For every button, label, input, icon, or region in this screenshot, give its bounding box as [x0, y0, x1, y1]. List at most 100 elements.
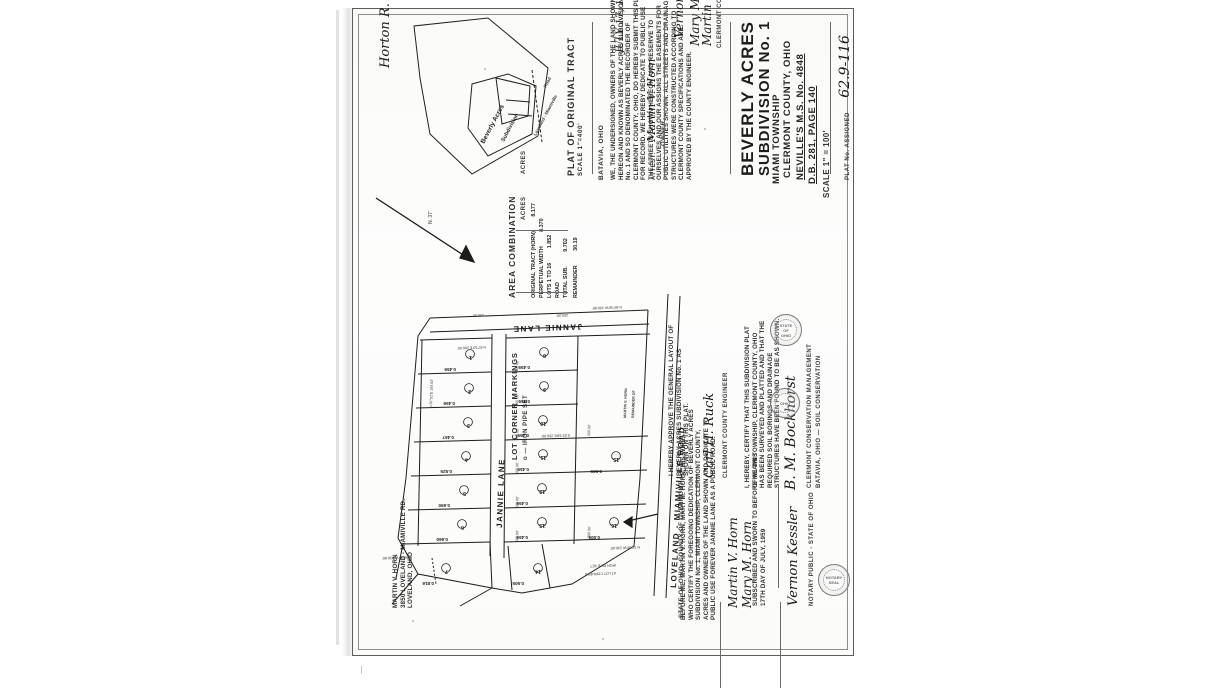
remainder-note-1: REMAINDER OF	[631, 389, 636, 418]
svg-text:100.00': 100.00'	[515, 360, 519, 372]
area-rule-top	[516, 230, 568, 231]
plat-deed-ref: D.B. 281, PAGE 140	[807, 85, 818, 184]
svg-text:15: 15	[613, 456, 619, 462]
svg-text:13: 13	[539, 522, 545, 528]
sworn-statement: SUBSCRIBED AND SWORN TO BEFORE ME THIS 1…	[752, 452, 767, 606]
north-callout-arrow: N. 37'	[375, 197, 476, 264]
plat-survey-ref: NEVILLE'S M.S. No. 4848	[795, 53, 806, 180]
scan-speck	[412, 620, 414, 622]
svg-text:0.505: 0.505	[512, 581, 524, 586]
svg-text:0.467: 0.467	[442, 435, 454, 440]
recorder-seal: OHIO	[770, 388, 800, 418]
street-label-jannie-vertical: JANNIE LANE	[495, 458, 506, 528]
svg-text:200.00': 200.00'	[587, 526, 591, 538]
engineer-sig-rule	[696, 474, 697, 570]
svg-text:2: 2	[468, 388, 471, 394]
lot-labels: 1 0.459 2 0.459 3 0.467 4 0.525 5 0.690 …	[422, 347, 621, 586]
original-tract-inset: Beverly Acres Subdivision Loveland - Mia…	[413, 17, 558, 175]
svg-text:0.816: 0.816	[422, 581, 434, 586]
owner-certificate-date: JULY 17, 1959	[615, 0, 626, 53]
plat-sheet: Beverly Acres Subdivision Loveland - Mia…	[336, 0, 854, 688]
svg-text:0.459: 0.459	[516, 501, 528, 506]
notary-caption: NOTARY PUBLIC - STATE OF OHIO	[809, 491, 815, 606]
ack-rule-1	[720, 602, 721, 688]
soil-sig-rule	[778, 484, 779, 588]
svg-text:0.525: 0.525	[440, 469, 452, 474]
svg-text:S 83°58'E 250.00': S 83°58'E 250.00'	[541, 433, 570, 438]
svg-text:10: 10	[540, 420, 546, 426]
svg-text:0.660: 0.660	[436, 537, 448, 542]
scan-gutter-shadow	[342, 8, 354, 656]
svg-text:0.459: 0.459	[443, 401, 455, 406]
scan-speck	[602, 638, 604, 640]
plat-township: MIAMI TOWNSHIP	[771, 93, 782, 184]
attest-caption: OWNER	[652, 121, 670, 181]
cert-rule-2	[664, 22, 665, 178]
corner-note-2: AT LOT CORNERS	[584, 571, 616, 576]
scan-speck	[704, 128, 706, 130]
plat-title: BEVERLY ACRES	[738, 21, 758, 176]
svg-text:N 87°52'E 200.00': N 87°52'E 200.00'	[457, 345, 486, 350]
svg-text:200.00': 200.00'	[587, 424, 591, 436]
svg-text:230.00': 230.00'	[472, 313, 484, 317]
svg-text:1: 1	[469, 354, 472, 360]
svg-text:9: 9	[543, 386, 546, 392]
inset-title: PLAT OF ORIGINAL TRACT SCALE 1"=400'	[566, 36, 584, 176]
svg-text:0.459: 0.459	[517, 433, 529, 438]
svg-text:250.00': 250.00'	[556, 313, 568, 317]
cert-rule-1	[592, 22, 593, 174]
svg-text:0.690: 0.690	[438, 503, 450, 508]
svg-text:4: 4	[465, 456, 468, 462]
svg-text:100.00': 100.00'	[515, 428, 519, 440]
plat-bearings: N 85°36'W 336.86' 230.00' 250.00' N 87°5…	[382, 305, 640, 560]
svg-text:5: 5	[463, 490, 466, 496]
svg-text:100.00': 100.00'	[515, 462, 519, 474]
svg-text:14: 14	[535, 568, 541, 574]
soil-signature-caption-2: BATAVIA, OHIO — SOIL CONSERVATION	[816, 355, 822, 488]
svg-text:100.00': 100.00'	[515, 496, 519, 508]
callout-arrow	[622, 513, 659, 529]
svg-text:16: 16	[611, 522, 617, 528]
svg-text:0.459: 0.459	[516, 535, 528, 540]
plat-number-label: PLAT No. ASSIGNED 62.9-116	[837, 35, 854, 180]
svg-text:11: 11	[540, 454, 546, 460]
street-label-loveland-road: LOVELAND - MIAMIVILLE ROAD	[669, 426, 686, 588]
svg-text:N. 37': N. 37'	[428, 211, 434, 224]
svg-text:100.00': 100.00'	[515, 530, 519, 542]
margin-note: Horton R.	[378, 3, 393, 68]
owner-signature-caption: CLERMONT COUNTY	[717, 0, 723, 48]
plat-county: CLERMONT COUNTY, OHIO	[782, 40, 793, 178]
svg-text:Subdivision: Subdivision	[500, 112, 520, 143]
svg-text:N 37°30'W 230.00': N 37°30'W 230.00'	[610, 545, 640, 550]
svg-text:N 85°36'W 336.86': N 85°36'W 336.86'	[592, 305, 622, 310]
ack-rule-2	[780, 602, 781, 688]
svg-text:N 87°52'E 154.63': N 87°52'E 154.63'	[429, 379, 434, 408]
plat-drawing: JANNIE LANE JANNIE LANE LOVELAND - MIAMI…	[382, 293, 686, 607]
area-rule-bottom	[516, 292, 568, 293]
svg-text:7: 7	[445, 568, 448, 574]
svg-text:0.505: 0.505	[588, 535, 600, 540]
street-label-jannie-horizontal: JANNIE LANE	[512, 322, 582, 333]
svg-text:8: 8	[543, 352, 546, 358]
svg-text:0.459: 0.459	[517, 467, 529, 472]
svg-text:6: 6	[461, 524, 464, 530]
corner-note-1: IRON PIPE SET	[589, 563, 616, 568]
svg-text:3: 3	[467, 422, 470, 428]
svg-text:0.459: 0.459	[518, 365, 530, 370]
plat-title-line1: BEVERLY ACRES	[738, 20, 757, 176]
svg-text:N 85°36'W 336.86': N 85°36'W 336.86'	[382, 555, 412, 560]
svg-text:0.505: 0.505	[590, 469, 602, 474]
svg-text:0.459: 0.459	[444, 367, 456, 372]
title-rule-1	[730, 22, 731, 174]
svg-text:Road: Road	[542, 76, 552, 89]
remainder-note-2: MARTIN V. HORN	[623, 388, 628, 418]
scan-speck	[484, 68, 486, 70]
svg-text:0.459: 0.459	[518, 399, 530, 404]
title-rule-2	[830, 22, 831, 174]
svg-text:12: 12	[539, 488, 545, 494]
svg-text:100.00': 100.00'	[515, 394, 519, 406]
scan-gutter-line	[336, 10, 339, 646]
